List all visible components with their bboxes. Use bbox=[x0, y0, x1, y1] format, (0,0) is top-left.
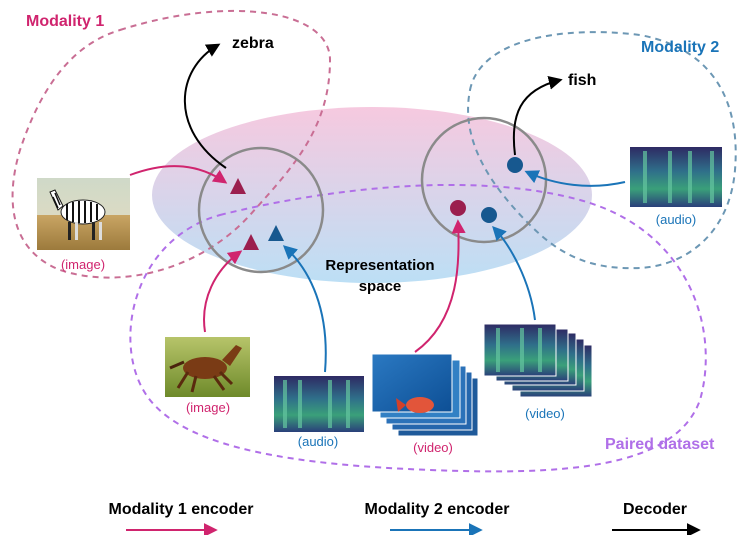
zebra-output-label: zebra bbox=[232, 35, 274, 52]
fish-output-label: fish bbox=[568, 72, 596, 89]
fish-audio-embedding-dot bbox=[507, 157, 523, 173]
legend-m1-encoder-label: Modality 1 encoder bbox=[109, 501, 254, 518]
decoder-arrow-zebra bbox=[183, 43, 227, 169]
representation-space-label-line1: Representation bbox=[325, 257, 434, 274]
caption-horse-image: (image) bbox=[186, 400, 230, 415]
paired-dataset-boundary bbox=[129, 183, 707, 473]
paired-dataset-label: Paired dataset bbox=[605, 436, 715, 453]
horse-image bbox=[165, 337, 250, 397]
representation-space-label-line2: space bbox=[359, 278, 402, 295]
modality1-cluster-circle bbox=[197, 146, 325, 274]
modality2-boundary bbox=[467, 31, 737, 270]
representation-space bbox=[152, 107, 592, 283]
caption-paired-video-spec: (video) bbox=[525, 406, 565, 421]
modality1-label: Modality 1 bbox=[26, 13, 104, 30]
m2-encoder-arrow-audio bbox=[282, 245, 327, 373]
m1-encoder-arrow-zebra bbox=[129, 165, 228, 184]
modality1-boundary bbox=[11, 9, 332, 279]
legend-decoder-label: Decoder bbox=[623, 501, 687, 518]
zebra-image bbox=[37, 178, 130, 250]
decoder-arrow-fish bbox=[512, 75, 563, 156]
paired-spectrogram-video bbox=[483, 323, 593, 398]
modality2-label: Modality 2 bbox=[641, 39, 719, 56]
paired-fish-video bbox=[371, 353, 479, 437]
m2-encoder-arrow-spectrogram-video bbox=[492, 225, 536, 321]
caption-zebra-image: (image) bbox=[61, 257, 105, 272]
paired-audio-spectrogram bbox=[274, 376, 364, 432]
horse-audio-embedding-triangle bbox=[268, 225, 284, 241]
caption-paired-audio: (audio) bbox=[298, 434, 338, 449]
legend-m2-encoder-label: Modality 2 encoder bbox=[365, 501, 510, 518]
fish-video-embedding-dot bbox=[450, 200, 466, 216]
caption-paired-video-fish: (video) bbox=[413, 440, 453, 455]
m1-encoder-arrow-fish-video bbox=[414, 219, 466, 353]
legend: Modality 1 encoder Modality 2 encoder De… bbox=[109, 501, 701, 535]
modality2-audio-spectrogram bbox=[630, 147, 722, 207]
zebra-embedding-triangle bbox=[230, 178, 246, 194]
paired-audio-embedding-dot bbox=[481, 207, 497, 223]
caption-m2-audio: (audio) bbox=[656, 212, 696, 227]
m1-encoder-arrow-horse bbox=[203, 250, 243, 333]
horse-embedding-triangle bbox=[243, 234, 259, 250]
m2-encoder-arrow-audio-m2 bbox=[524, 170, 626, 187]
